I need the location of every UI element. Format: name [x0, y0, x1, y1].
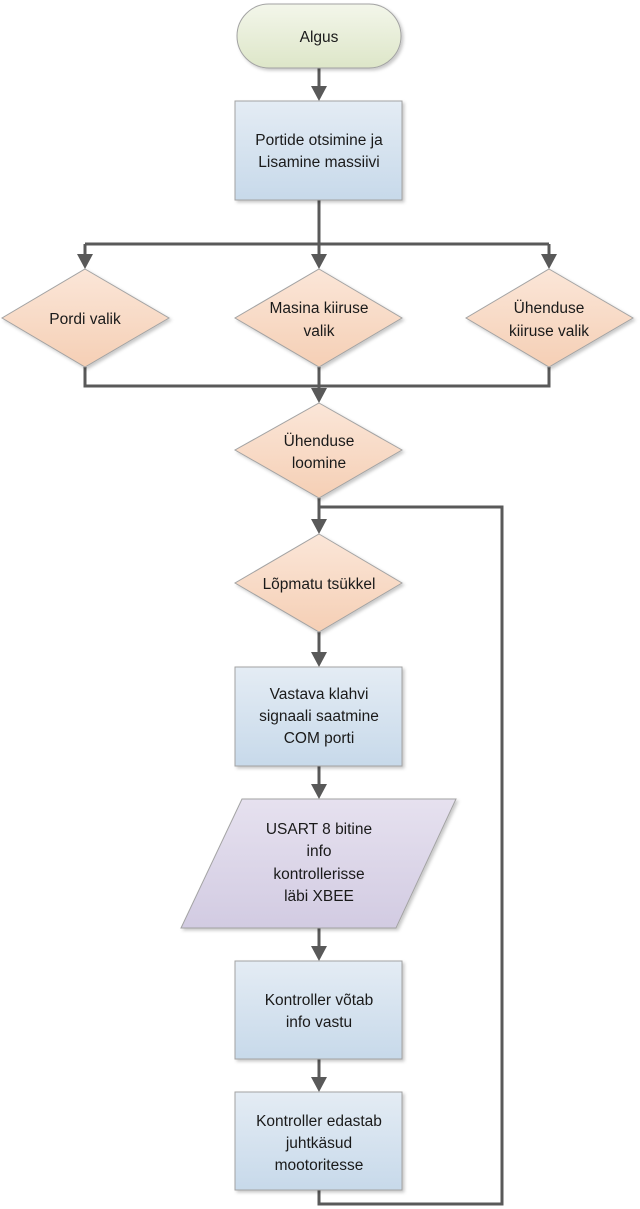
- node-label: Kontroller võtab: [265, 992, 374, 1009]
- node-label: mootoritesse: [275, 1157, 364, 1174]
- node-label: Lõpmatu tsükkel: [263, 576, 376, 593]
- node-label: valik: [303, 323, 334, 340]
- node-label: info vastu: [286, 1014, 352, 1031]
- decision-shape: [465, 268, 634, 368]
- arrowhead: [311, 254, 327, 269]
- node-label: Vastava klahvi: [270, 686, 369, 703]
- node-label: Algus: [300, 29, 339, 46]
- node-loop: Lõpmatu tsükkel: [234, 533, 403, 633]
- node-label: USART 8 bitine: [266, 821, 372, 838]
- node-port-select: Pordi valik: [1, 268, 170, 368]
- node-label: signaali saatmine: [259, 708, 379, 725]
- node-label: Lisamine massiivi: [258, 154, 379, 171]
- node-label: Ühenduse: [514, 299, 585, 317]
- node-start: Algus: [236, 3, 402, 69]
- node-send-signal: Vastava klahvi signaali saatmine COM por…: [234, 666, 403, 767]
- arrowhead: [311, 86, 327, 101]
- node-label: kontrollerisse: [273, 866, 364, 883]
- node-label: Masina kiiruse: [269, 300, 368, 317]
- node-find-ports: Portide otsimine ja Lisamine massiivi: [234, 100, 403, 201]
- node-usart: USART 8 bitine info kontrollerisse läbi …: [180, 798, 457, 929]
- node-connect: Ühenduse loomine: [233, 402, 404, 499]
- decision-shape: [234, 268, 403, 368]
- arrowhead: [541, 254, 557, 269]
- decision-shape: [233, 402, 404, 499]
- node-label: juhtkäsud: [285, 1135, 352, 1152]
- arrowhead: [77, 254, 93, 269]
- edge-loop-back: [317, 505, 504, 1206]
- node-label: kiiruse valik: [509, 323, 589, 340]
- node-machine-speed: Masina kiiruse valik: [234, 268, 403, 368]
- node-label: COM porti: [284, 730, 355, 747]
- process-shape: [234, 100, 403, 201]
- terminal-shape: [236, 3, 402, 69]
- arrowhead: [311, 784, 327, 799]
- process-shape: [234, 1091, 403, 1191]
- decision-shape: [234, 533, 403, 633]
- connectors: [77, 68, 557, 1206]
- node-label: Portide otsimine ja: [255, 132, 383, 149]
- arrowhead: [311, 946, 327, 961]
- arrowhead: [311, 652, 327, 667]
- node-label: info: [307, 843, 332, 860]
- node-receive: Kontroller võtab info vastu: [234, 960, 403, 1060]
- decision-shape: [1, 268, 170, 368]
- node-label: läbi XBEE: [284, 888, 354, 905]
- node-forward: Kontroller edastab juhtkäsud mootoritess…: [234, 1091, 403, 1191]
- process-shape: [234, 960, 403, 1060]
- node-label: Pordi valik: [49, 311, 121, 328]
- edge-find-ports-branch: [83, 200, 551, 255]
- process-shape: [234, 666, 403, 767]
- arrowhead: [311, 1077, 327, 1092]
- node-label: Ühenduse: [284, 432, 355, 450]
- arrowhead: [311, 388, 327, 403]
- io-shape: [180, 798, 457, 929]
- edge-decisions-merge: [83, 367, 551, 389]
- node-conn-speed: Ühenduse kiiruse valik: [465, 268, 634, 368]
- node-label: loomine: [292, 455, 346, 472]
- arrowhead: [311, 519, 327, 534]
- node-label: Kontroller edastab: [256, 1113, 382, 1130]
